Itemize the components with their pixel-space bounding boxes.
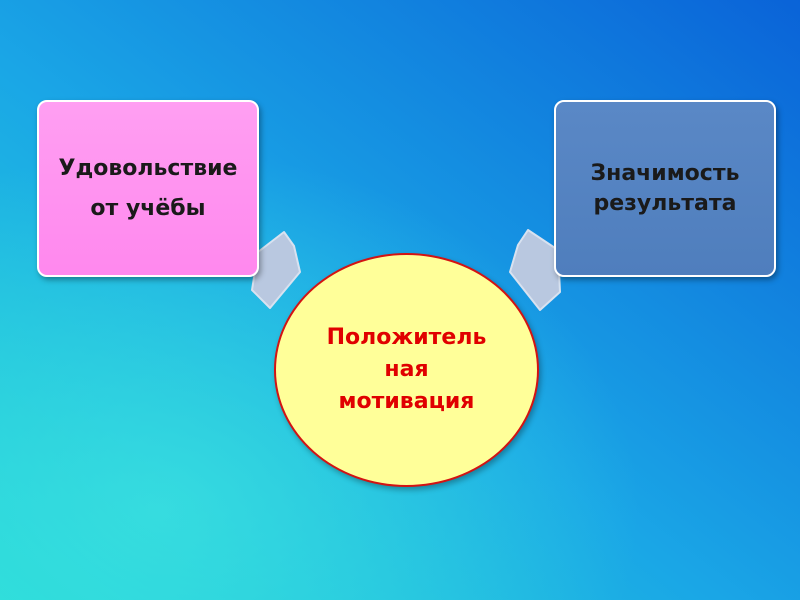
circle-line1: Положитель (326, 325, 487, 350)
arrow-right-to-center (509, 229, 561, 311)
significance-box-line2: результата (593, 190, 737, 216)
circle-line3: мотивация (338, 389, 475, 414)
arrow-left-to-center (251, 231, 301, 309)
satisfaction-box: Удовольствие от учёбы (37, 100, 259, 277)
circle-line2: ная (384, 357, 429, 382)
satisfaction-box-line2: от учёбы (90, 195, 206, 221)
positive-motivation-circle: Положитель ная мотивация (274, 253, 539, 487)
significance-box-line1: Значимость (590, 160, 740, 186)
significance-box: Значимость результата (554, 100, 776, 277)
satisfaction-box-line1: Удовольствие (58, 155, 238, 181)
